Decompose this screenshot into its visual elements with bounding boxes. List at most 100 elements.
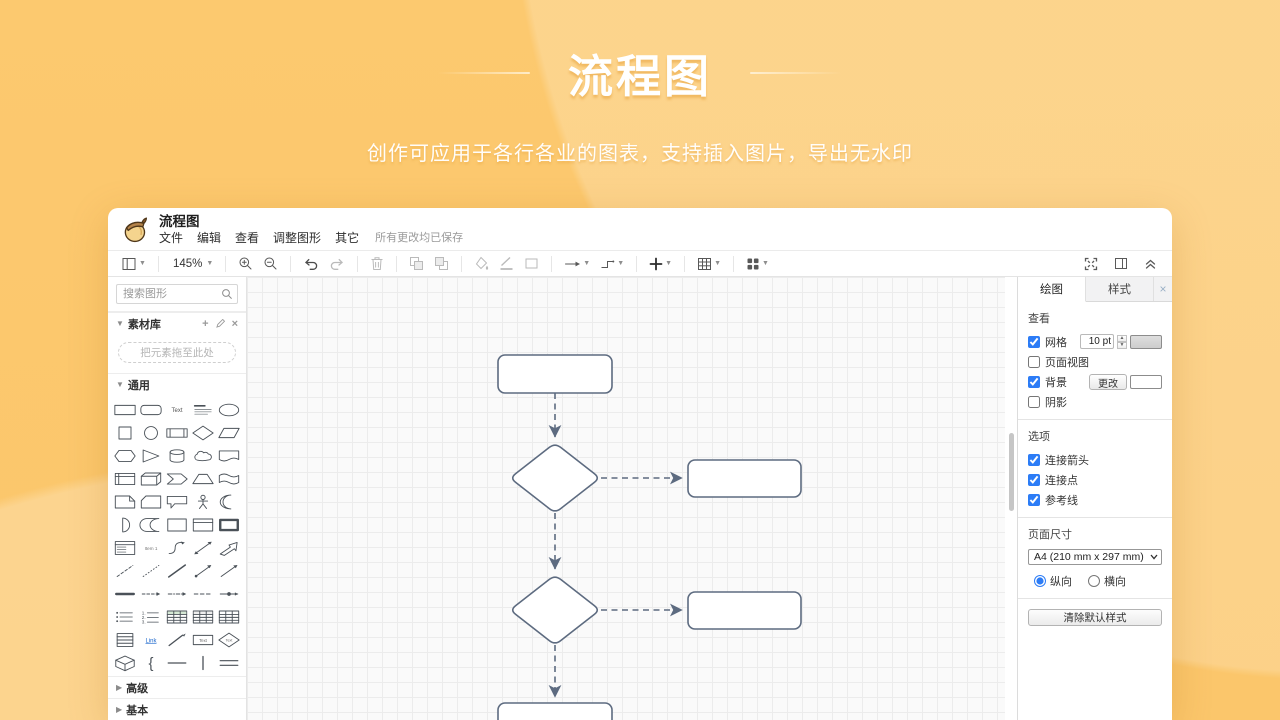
clear-default-style-button[interactable]: 清除默认样式 [1028, 609, 1162, 626]
sidebar-section-library[interactable]: ▼ 素材库 + × [108, 312, 246, 334]
flow-node-rounded-rect[interactable] [687, 591, 802, 630]
shape-list[interactable] [112, 537, 138, 559]
shape-data-storage[interactable] [138, 514, 164, 536]
portrait-radio-label[interactable]: 纵向 [1034, 573, 1072, 589]
shape-parallelogram[interactable] [216, 422, 242, 444]
shape-line[interactable] [164, 560, 190, 582]
shape-dotted-line[interactable] [138, 560, 164, 582]
shape-dashed-line[interactable] [112, 560, 138, 582]
grid-checkbox[interactable] [1028, 335, 1040, 348]
tab-style[interactable]: 样式 [1086, 277, 1154, 301]
menu-item[interactable]: 其它 [335, 230, 360, 245]
shape-arrow-dot[interactable] [190, 560, 216, 582]
shape-note[interactable] [112, 491, 138, 513]
search-shapes-input[interactable] [116, 284, 238, 304]
shape-process[interactable] [164, 422, 190, 444]
shape-cube[interactable] [138, 468, 164, 490]
shape-rectangle[interactable] [112, 399, 138, 421]
shape-square[interactable] [112, 422, 138, 444]
canvas-scrollbar-thumb[interactable] [1009, 433, 1014, 511]
shape-labeled-rect[interactable]: Text [190, 629, 216, 651]
to-back-button[interactable] [431, 254, 452, 273]
landscape-radio-label[interactable]: 横向 [1088, 573, 1126, 589]
portrait-radio[interactable] [1034, 575, 1046, 587]
shape-arrow[interactable] [216, 537, 242, 559]
shape-outline-button[interactable] [521, 255, 542, 272]
sidebar-section-general[interactable]: ▼ 通用 [108, 373, 246, 395]
shape-arrow-open[interactable] [216, 560, 242, 582]
shape-bulleted-list[interactable] [112, 606, 138, 628]
shape-window[interactable] [190, 514, 216, 536]
shape-dot-edge[interactable] [216, 583, 242, 605]
shape-numbered-list[interactable]: 1.2.3. [138, 606, 164, 628]
change-background-button[interactable]: 更改 [1089, 373, 1127, 390]
shadow-checkbox[interactable] [1028, 395, 1040, 408]
tab-draw[interactable]: 绘图 [1018, 277, 1086, 302]
zoom-in-button[interactable] [235, 254, 256, 273]
library-dropzone[interactable]: 把元素拖至此处 [118, 342, 236, 363]
zoom-out-button[interactable] [260, 254, 281, 273]
add-library-icon[interactable]: + [202, 317, 209, 330]
landscape-radio[interactable] [1088, 575, 1100, 587]
table-button[interactable]: ▼ [694, 255, 724, 273]
shape-vertical-line[interactable] [190, 652, 216, 674]
shape-textbox[interactable] [190, 399, 216, 421]
shape-text[interactable]: Text [164, 399, 190, 421]
shape-link[interactable] [112, 583, 138, 605]
waypoint-style-button[interactable]: ▼ [597, 255, 627, 272]
shape-callout[interactable] [164, 491, 190, 513]
shape-hexagon[interactable] [112, 445, 138, 467]
background-checkbox[interactable] [1028, 375, 1040, 388]
shape-rounded-rectangle[interactable] [138, 399, 164, 421]
menu-item[interactable]: 文件 [159, 230, 184, 245]
shape-actor[interactable] [190, 491, 216, 513]
fill-color-button[interactable] [471, 254, 492, 273]
option-checkbox[interactable] [1028, 493, 1040, 506]
shape-table-green[interactable] [164, 606, 190, 628]
grid-size-stepper[interactable]: ▲▼ [1117, 334, 1127, 349]
shape-form[interactable] [112, 629, 138, 651]
shape-or[interactable] [216, 491, 242, 513]
sidebar-section-advanced[interactable]: ▶ 高级 [108, 676, 246, 698]
page-view-checkbox[interactable] [1028, 355, 1040, 368]
flow-node-diamond[interactable] [511, 444, 599, 512]
shape-double-line[interactable] [216, 652, 242, 674]
edit-library-icon[interactable] [215, 319, 225, 328]
shape-curly-brace[interactable]: { [138, 652, 164, 674]
insert-button[interactable]: ▼ [646, 255, 675, 273]
page-size-select[interactable]: A4 (210 mm x 297 mm) [1028, 549, 1162, 565]
flow-node-rounded-rect[interactable] [687, 459, 802, 498]
to-front-button[interactable] [406, 254, 427, 273]
connection-style-button[interactable]: ▼ [561, 256, 593, 272]
shape-ellipse[interactable] [216, 399, 242, 421]
fullscreen-button[interactable] [1081, 255, 1101, 273]
flow-node-diamond[interactable] [511, 576, 599, 644]
shape-cube-3d[interactable] [112, 652, 138, 674]
view-panels-button[interactable]: ▼ [118, 254, 149, 274]
redo-button[interactable] [326, 255, 348, 273]
shape-dash-dot-arrow[interactable] [164, 583, 190, 605]
shape-link-text[interactable]: Link [138, 629, 164, 651]
delete-button[interactable] [367, 254, 387, 273]
flow-node-rounded-rect[interactable] [497, 354, 613, 394]
grid-size-input[interactable] [1080, 334, 1114, 349]
shape-cylinder[interactable] [164, 445, 190, 467]
shape-circle[interactable] [138, 422, 164, 444]
menu-item[interactable]: 调整图形 [273, 230, 322, 245]
shape-cloud[interactable] [190, 445, 216, 467]
shape-document[interactable] [216, 445, 242, 467]
option-checkbox[interactable] [1028, 473, 1040, 486]
shape-internal-storage[interactable] [112, 468, 138, 490]
shape-tape[interactable] [216, 468, 242, 490]
menu-item[interactable]: 编辑 [197, 230, 222, 245]
shape-curve[interactable] [164, 537, 190, 559]
shape-table-plain[interactable] [216, 606, 242, 628]
collapse-toolbar-button[interactable] [1141, 255, 1160, 272]
shape-dashed-arrow[interactable] [138, 583, 164, 605]
shape-table-gray[interactable] [190, 606, 216, 628]
shape-labeled-diamond[interactable]: Text [216, 629, 242, 651]
sidebar-section-basic[interactable]: ▶ 基本 [108, 698, 246, 720]
shape-card[interactable] [138, 491, 164, 513]
shape-pencil[interactable] [164, 629, 190, 651]
close-library-icon[interactable]: × [231, 317, 238, 330]
